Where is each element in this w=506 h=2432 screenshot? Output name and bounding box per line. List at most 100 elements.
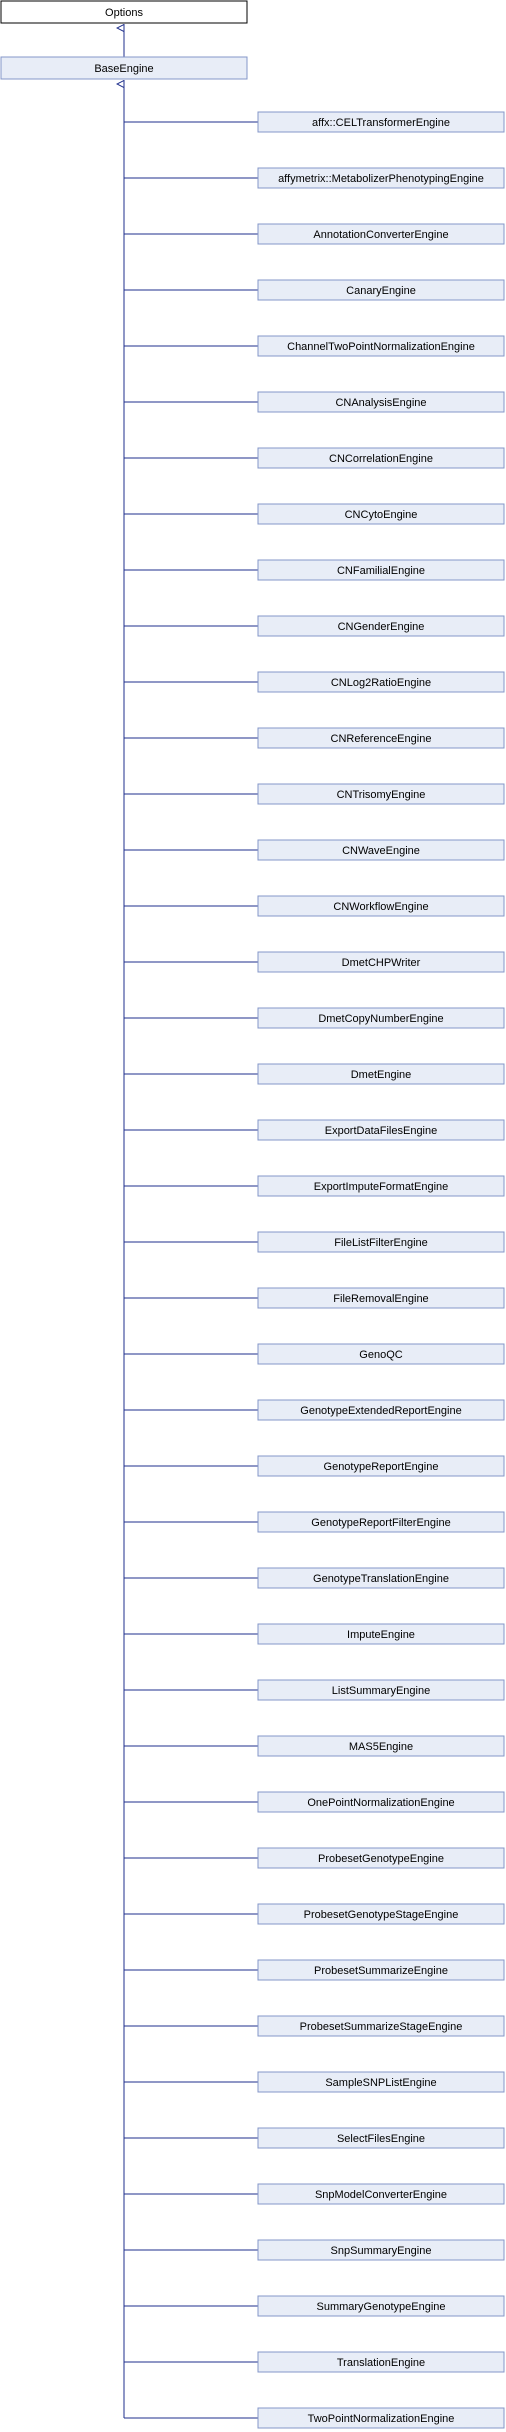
node-annotationconverterengine-label: AnnotationConverterEngine	[313, 229, 448, 241]
node-summarygenotypeengine-label: SummaryGenotypeEngine	[316, 2301, 445, 2313]
node-cncytoengine[interactable]: CNCytoEngine	[257, 503, 505, 525]
node-filelistfilterengine-label: FileListFilterEngine	[334, 1237, 428, 1249]
node-mas5engine-box	[257, 1735, 505, 1757]
node-exportimputeformatengine[interactable]: ExportImputeFormatEngine	[257, 1175, 505, 1197]
node-base-engine-box	[0, 56, 248, 80]
node-dmetengine-label: DmetEngine	[351, 1069, 412, 1081]
node-cnworkflowengine[interactable]: CNWorkflowEngine	[257, 895, 505, 917]
node-annotationconverterengine-box	[257, 223, 505, 245]
node-cnwaveengine-label: CNWaveEngine	[342, 845, 420, 857]
node-cnfamilialengine-box	[257, 559, 505, 581]
node-cnwaveengine[interactable]: CNWaveEngine	[257, 839, 505, 861]
node-twopointnormalizationengine[interactable]: TwoPointNormalizationEngine	[257, 2407, 505, 2429]
node-fileremovalengine[interactable]: FileRemovalEngine	[257, 1287, 505, 1309]
node-twopointnormalizationengine-label: TwoPointNormalizationEngine	[308, 2413, 455, 2425]
node-channeltwopointnormalizationengine-label: ChannelTwoPointNormalizationEngine	[287, 341, 475, 353]
node-translationengine[interactable]: TranslationEngine	[257, 2351, 505, 2373]
node-imputeengine[interactable]: ImputeEngine	[257, 1623, 505, 1645]
node-dmetcopynumberengine-box	[257, 1007, 505, 1029]
node-cnlog2ratioengine[interactable]: CNLog2RatioEngine	[257, 671, 505, 693]
node-genotypetranslationengine[interactable]: GenotypeTranslationEngine	[257, 1567, 505, 1589]
node-cncorrelationengine-label: CNCorrelationEngine	[329, 453, 433, 465]
node-probesetsummarizeengine[interactable]: ProbesetSummarizeEngine	[257, 1959, 505, 1981]
node-options[interactable]: Options	[0, 0, 248, 24]
node-affx-celtransformerengine[interactable]: affx::CELTransformerEngine	[257, 111, 505, 133]
node-exportdatafilesengine-label: ExportDataFilesEngine	[325, 1125, 438, 1137]
node-probesetgenotypestageengine-box	[257, 1903, 505, 1925]
node-probesetgenotypeengine[interactable]: ProbesetGenotypeEngine	[257, 1847, 505, 1869]
node-canaryengine-box	[257, 279, 505, 301]
node-imputeengine-label: ImputeEngine	[347, 1629, 415, 1641]
node-cnwaveengine-box	[257, 839, 505, 861]
node-summarygenotypeengine-box	[257, 2295, 505, 2317]
node-cnfamilialengine[interactable]: CNFamilialEngine	[257, 559, 505, 581]
node-probesetgenotypeengine-label: ProbesetGenotypeEngine	[318, 1853, 444, 1865]
node-genoqc-box	[257, 1343, 505, 1365]
node-affx-celtransformerengine-label: affx::CELTransformerEngine	[312, 117, 450, 129]
node-cnlog2ratioengine-box	[257, 671, 505, 693]
node-probesetsummarizestageengine-box	[257, 2015, 505, 2037]
node-snpsummaryengine[interactable]: SnpSummaryEngine	[257, 2239, 505, 2261]
node-cnreferenceengine-label: CNReferenceEngine	[331, 733, 432, 745]
node-genoqc[interactable]: GenoQC	[257, 1343, 505, 1365]
node-canaryengine[interactable]: CanaryEngine	[257, 279, 505, 301]
node-cngenderengine-label: CNGenderEngine	[338, 621, 425, 633]
node-dmetcopynumberengine-label: DmetCopyNumberEngine	[318, 1013, 443, 1025]
node-cntrisomyengine-box	[257, 783, 505, 805]
node-filelistfilterengine[interactable]: FileListFilterEngine	[257, 1231, 505, 1253]
node-imputeengine-box	[257, 1623, 505, 1645]
node-canaryengine-label: CanaryEngine	[346, 285, 416, 297]
node-annotationconverterengine[interactable]: AnnotationConverterEngine	[257, 223, 505, 245]
node-selectfilesengine-box	[257, 2127, 505, 2149]
node-genotypeextendedreportengine-label: GenotypeExtendedReportEngine	[300, 1405, 461, 1417]
node-dmetchpwriter-label: DmetCHPWriter	[342, 957, 421, 969]
inheritance-edges	[124, 24, 258, 2419]
node-cntrisomyengine[interactable]: CNTrisomyEngine	[257, 783, 505, 805]
node-onepointnormalizationengine[interactable]: OnePointNormalizationEngine	[257, 1791, 505, 1813]
node-fileremovalengine-label: FileRemovalEngine	[333, 1293, 428, 1305]
node-cngenderengine[interactable]: CNGenderEngine	[257, 615, 505, 637]
node-summarygenotypeengine[interactable]: SummaryGenotypeEngine	[257, 2295, 505, 2317]
node-dmetengine[interactable]: DmetEngine	[257, 1063, 505, 1085]
node-affymetrix-metabolizerphenotypingengine[interactable]: affymetrix::MetabolizerPhenotypingEngine	[257, 167, 505, 189]
node-cnanalysisengine-box	[257, 391, 505, 413]
node-genotypereportengine[interactable]: GenotypeReportEngine	[257, 1455, 505, 1477]
node-exportdatafilesengine[interactable]: ExportDataFilesEngine	[257, 1119, 505, 1141]
node-listsummaryengine-label: ListSummaryEngine	[332, 1685, 430, 1697]
node-filelistfilterengine-box	[257, 1231, 505, 1253]
node-base-engine-label: BaseEngine	[94, 63, 153, 75]
node-listsummaryengine[interactable]: ListSummaryEngine	[257, 1679, 505, 1701]
node-exportdatafilesengine-box	[257, 1119, 505, 1141]
node-cnlog2ratioengine-label: CNLog2RatioEngine	[331, 677, 431, 689]
node-dmetchpwriter-box	[257, 951, 505, 973]
node-cncytoengine-box	[257, 503, 505, 525]
node-selectfilesengine[interactable]: SelectFilesEngine	[257, 2127, 505, 2149]
node-genotypeextendedreportengine[interactable]: GenotypeExtendedReportEngine	[257, 1399, 505, 1421]
node-genotypereportengine-label: GenotypeReportEngine	[324, 1461, 439, 1473]
node-cnanalysisengine-label: CNAnalysisEngine	[335, 397, 426, 409]
node-samplesnplistengine[interactable]: SampleSNPListEngine	[257, 2071, 505, 2093]
node-mas5engine-label: MAS5Engine	[349, 1741, 413, 1753]
node-options-box	[0, 0, 248, 24]
node-cnreferenceengine[interactable]: CNReferenceEngine	[257, 727, 505, 749]
node-onepointnormalizationengine-box	[257, 1791, 505, 1813]
node-dmetcopynumberengine[interactable]: DmetCopyNumberEngine	[257, 1007, 505, 1029]
node-cncytoengine-label: CNCytoEngine	[345, 509, 418, 521]
node-cncorrelationengine[interactable]: CNCorrelationEngine	[257, 447, 505, 469]
node-base-engine[interactable]: BaseEngine	[0, 56, 248, 80]
node-channeltwopointnormalizationengine[interactable]: ChannelTwoPointNormalizationEngine	[257, 335, 505, 357]
node-channeltwopointnormalizationengine-box	[257, 335, 505, 357]
node-genotypereportfilterengine[interactable]: GenotypeReportFilterEngine	[257, 1511, 505, 1533]
node-translationengine-label: TranslationEngine	[337, 2357, 425, 2369]
node-probesetsummarizestageengine[interactable]: ProbesetSummarizeStageEngine	[257, 2015, 505, 2037]
node-translationengine-box	[257, 2351, 505, 2373]
node-probesetsummarizeengine-label: ProbesetSummarizeEngine	[314, 1965, 448, 1977]
node-mas5engine[interactable]: MAS5Engine	[257, 1735, 505, 1757]
node-genotypetranslationengine-box	[257, 1567, 505, 1589]
node-snpmodelconverterengine[interactable]: SnpModelConverterEngine	[257, 2183, 505, 2205]
node-cnanalysisengine[interactable]: CNAnalysisEngine	[257, 391, 505, 413]
node-genotypeextendedreportengine-box	[257, 1399, 505, 1421]
node-probesetgenotypestageengine[interactable]: ProbesetGenotypeStageEngine	[257, 1903, 505, 1925]
node-dmetchpwriter[interactable]: DmetCHPWriter	[257, 951, 505, 973]
